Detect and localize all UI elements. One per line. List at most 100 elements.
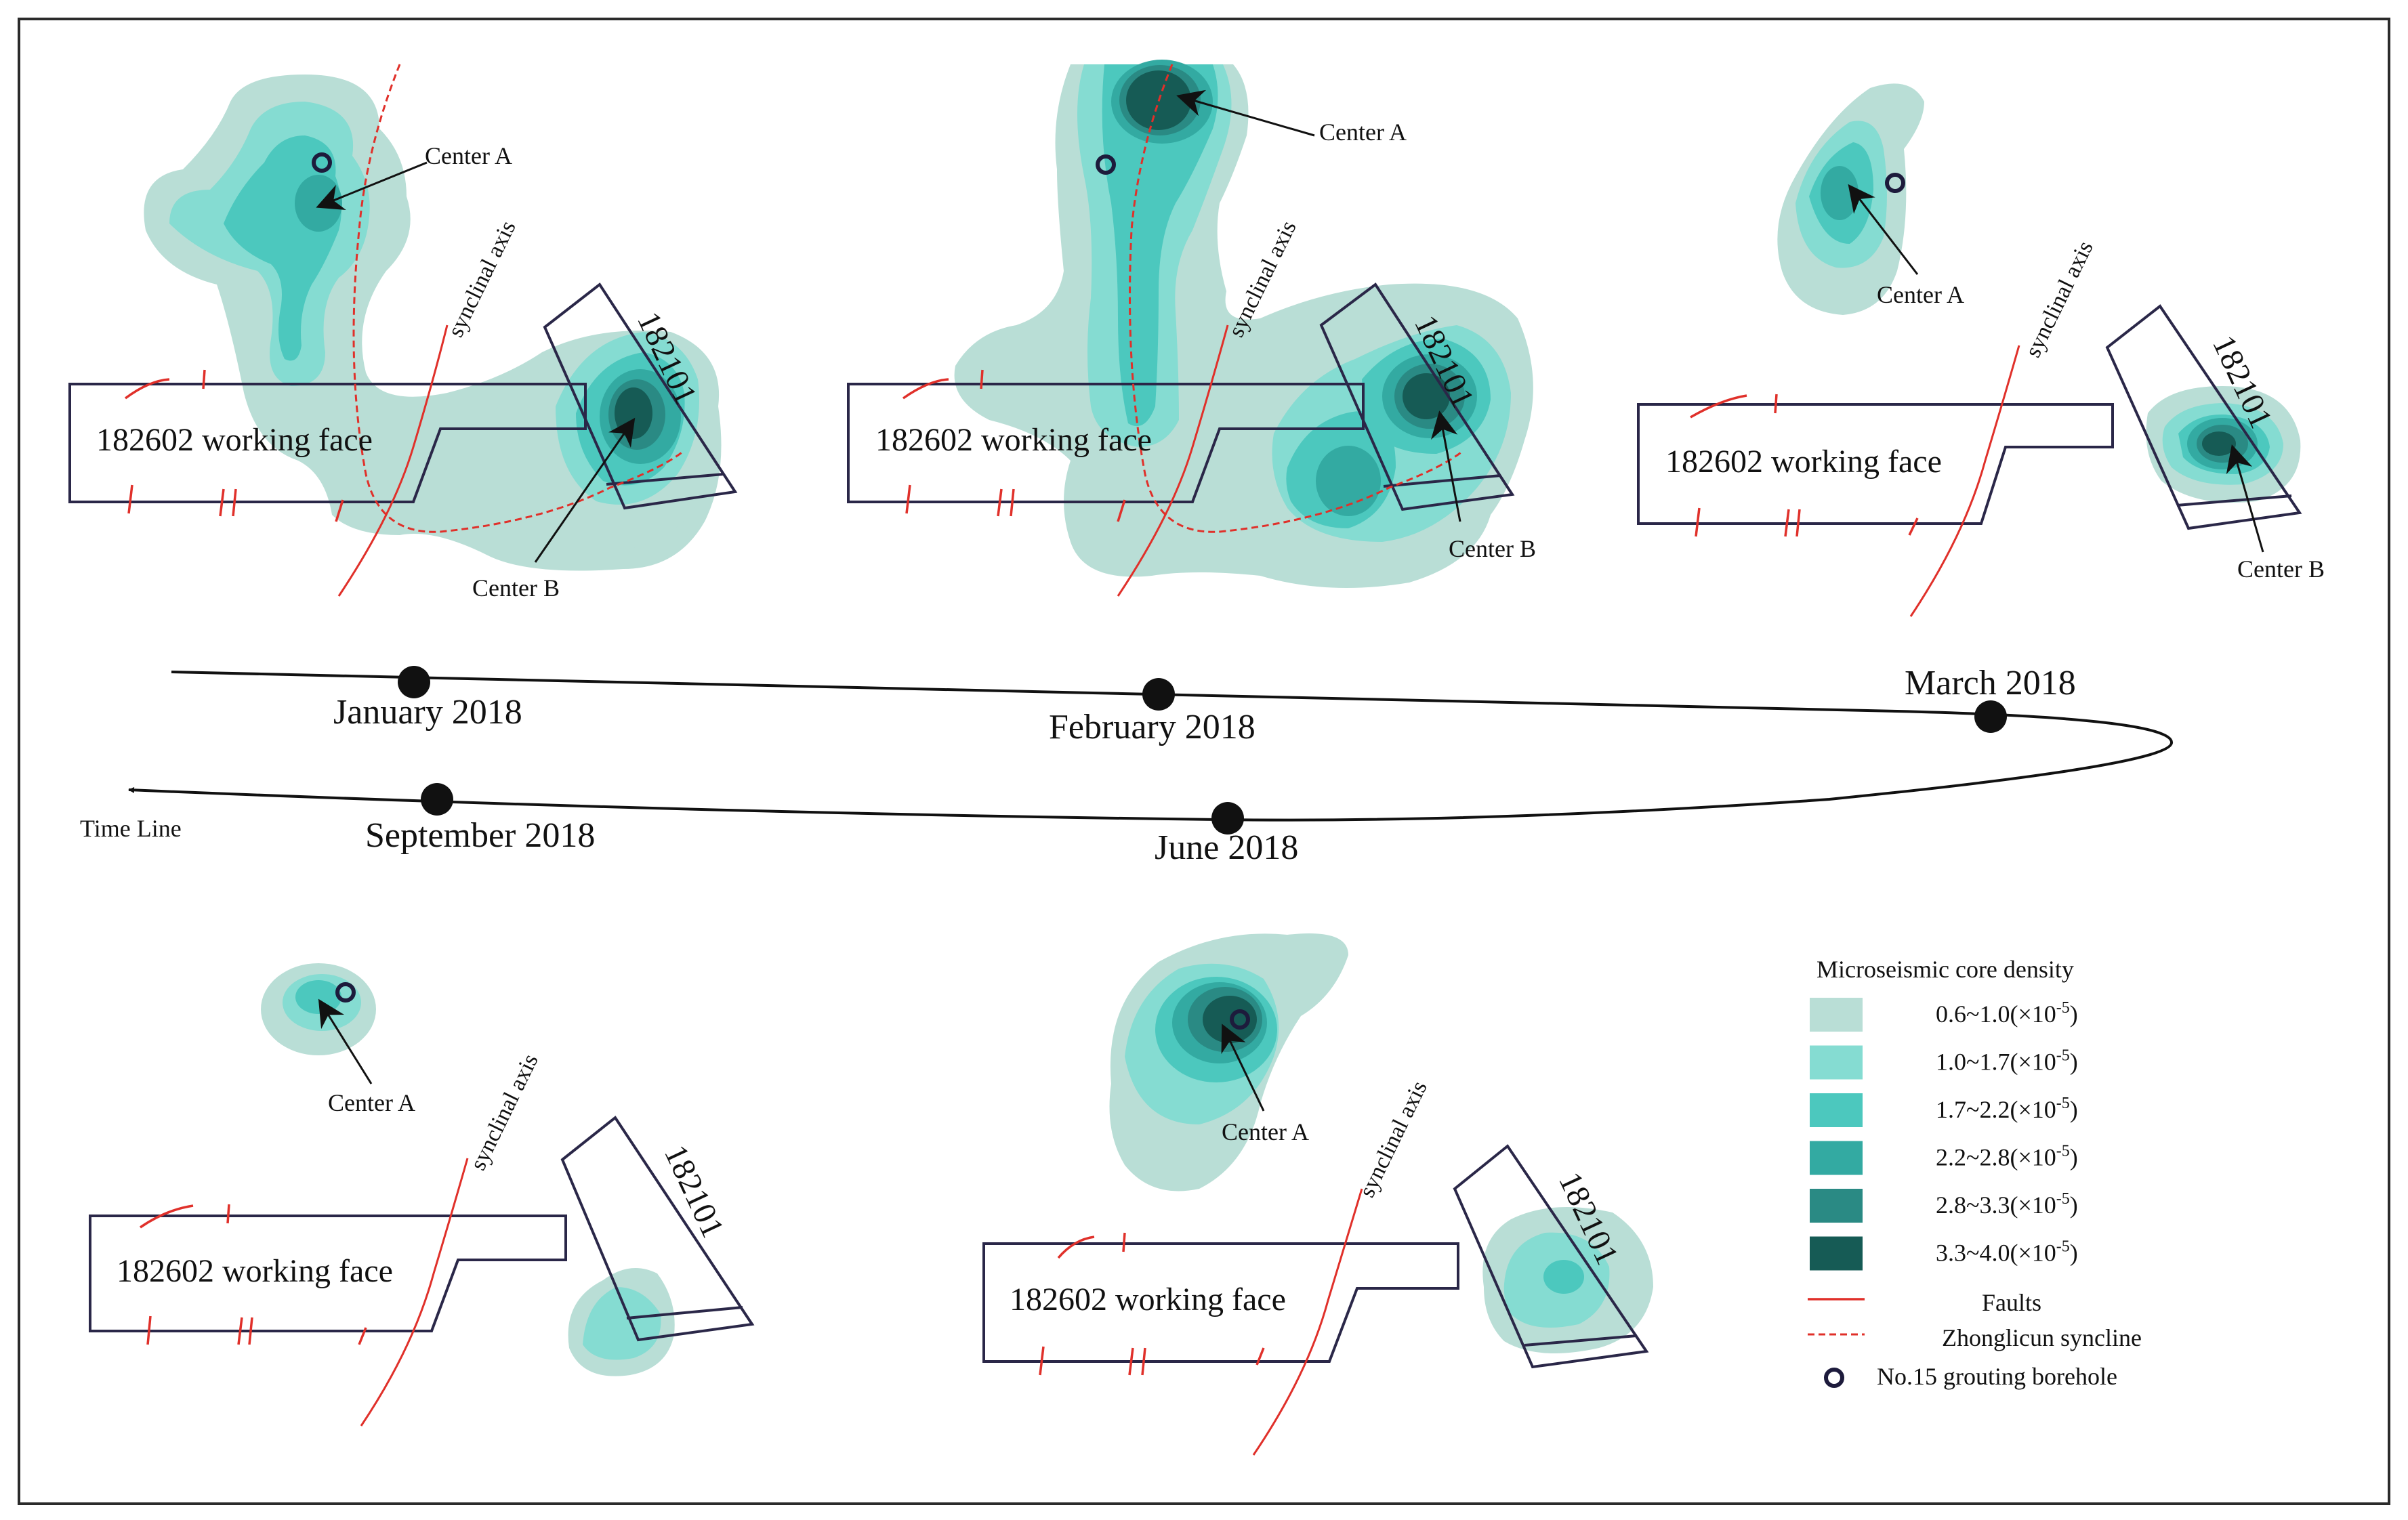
zhonglicun-syncline bbox=[352, 64, 685, 533]
timeline-label-june: June 2018 bbox=[1155, 828, 1298, 867]
synclinal-axis-label: synclinal axis bbox=[2020, 237, 2098, 361]
working-face-182101-label: 182101 bbox=[657, 1139, 731, 1243]
legend-faults-label: Faults bbox=[1982, 1289, 2041, 1316]
density-level-3 bbox=[1543, 1260, 1584, 1294]
synclinal-axis-label: synclinal axis bbox=[1354, 1077, 1432, 1201]
working-face-182602 bbox=[1637, 403, 2114, 525]
center-b-arrow bbox=[534, 417, 636, 563]
density-level-6 bbox=[1403, 373, 1450, 419]
syncline-axis bbox=[1252, 1188, 1363, 1456]
faults bbox=[902, 369, 1126, 522]
working-face-label: 182602 working face bbox=[96, 422, 373, 458]
syncline-axis bbox=[1117, 324, 1229, 597]
center-a-arrow bbox=[1848, 184, 1919, 275]
timeline-point-june bbox=[1211, 802, 1244, 835]
grouting-borehole bbox=[1096, 154, 1116, 175]
working-face-182101-end bbox=[1524, 1334, 1638, 1347]
timeline-label-march: March 2018 bbox=[1905, 664, 2076, 702]
timeline-point-september bbox=[421, 783, 453, 816]
legend-range-label-3: 1.7~2.2(×10-5) bbox=[1936, 1095, 2078, 1123]
center-a-arrow bbox=[1221, 1023, 1265, 1112]
working-face-182101 bbox=[1453, 1144, 1649, 1369]
center-a-arrow bbox=[1176, 89, 1315, 137]
center-b-label: Center B bbox=[472, 574, 560, 601]
density-level-6 bbox=[2202, 431, 2236, 456]
working-face-182101 bbox=[2105, 304, 2302, 530]
faults bbox=[1690, 394, 1919, 537]
panel-june: 182602 working face 182101 synclinal axi… bbox=[982, 933, 1653, 1456]
timeline-point-january bbox=[398, 666, 430, 698]
legend-range-label-1: 0.6~1.0(×10-5) bbox=[1936, 999, 2078, 1028]
legend-swatch-4 bbox=[1810, 1141, 1863, 1175]
working-face-label: 182602 working face bbox=[875, 422, 1152, 458]
working-face-182101-end bbox=[1383, 474, 1501, 488]
center-a-label: Center A bbox=[1319, 119, 1407, 146]
density-contours bbox=[1777, 83, 2301, 503]
legend-range-label-2: 1.0~1.7(×10-5) bbox=[1936, 1047, 2078, 1076]
synclinal-axis-label: synclinal axis bbox=[465, 1050, 543, 1174]
density-level-3 bbox=[295, 980, 341, 1014]
legend-range-label-6: 3.3~4.0(×10-5) bbox=[1936, 1238, 2078, 1267]
figure-frame bbox=[18, 18, 2390, 1505]
legend-swatch-1 bbox=[1810, 998, 1863, 1032]
density-level-4 bbox=[1316, 446, 1381, 516]
timeline: January 2018 February 2018 March 2018 Ju… bbox=[80, 664, 2173, 867]
syncline-axis bbox=[360, 1158, 469, 1427]
working-face-182101 bbox=[1319, 282, 1515, 511]
working-face-182101-end bbox=[626, 1306, 743, 1320]
zhonglicun-syncline bbox=[1129, 64, 1464, 533]
synclinal-axis-label: synclinal axis bbox=[443, 217, 521, 341]
timeline-title: Time Line bbox=[80, 815, 182, 842]
legend-syncline-label: Zhonglicun syncline bbox=[1942, 1324, 2142, 1351]
working-face-182101 bbox=[543, 282, 738, 510]
syncline-axis bbox=[1909, 345, 2020, 617]
center-a-label: Center A bbox=[425, 142, 512, 169]
working-face-182602 bbox=[982, 1242, 1459, 1363]
timeline-curve bbox=[128, 671, 2173, 822]
density-level-4 bbox=[1821, 166, 1859, 220]
legend-range-label-4: 2.2~2.8(×10-5) bbox=[1936, 1143, 2078, 1171]
working-face-182602 bbox=[89, 1215, 567, 1332]
panel-february: 182602 working face 182101 synclinal axi… bbox=[847, 60, 1536, 597]
faults bbox=[124, 369, 344, 522]
density-level-4 bbox=[295, 175, 342, 232]
density-level-6 bbox=[615, 387, 652, 439]
center-a-arrow bbox=[316, 161, 428, 210]
timeline-point-march bbox=[1974, 700, 2007, 733]
legend: Microseismic core density 0.6~1.0(×10-5)… bbox=[1808, 956, 2142, 1390]
working-face-182101 bbox=[560, 1116, 755, 1342]
center-b-arrow bbox=[2226, 444, 2264, 553]
timeline-label-january: January 2018 bbox=[333, 693, 522, 732]
panel-january: 182602 working face 182101 synclinal axi… bbox=[68, 64, 738, 601]
faults bbox=[1039, 1232, 1265, 1376]
timeline-point-february bbox=[1142, 678, 1175, 711]
center-b-label: Center B bbox=[1449, 535, 1536, 562]
legend-swatch-6 bbox=[1810, 1236, 1863, 1271]
working-face-182602 bbox=[847, 383, 1365, 503]
working-face-label: 182602 working face bbox=[1665, 444, 1942, 480]
panel-march: 182602 working face 182101 synclinal axi… bbox=[1637, 83, 2325, 617]
grouting-borehole bbox=[312, 152, 332, 173]
grouting-borehole bbox=[1885, 173, 1905, 193]
center-a-label: Center A bbox=[328, 1089, 415, 1116]
timeline-label-september: September 2018 bbox=[365, 816, 595, 855]
legend-swatch-2 bbox=[1810, 1045, 1863, 1080]
legend-swatch-5 bbox=[1810, 1189, 1863, 1223]
density-level-2 bbox=[583, 1287, 661, 1360]
center-a-label: Center A bbox=[1222, 1118, 1309, 1145]
center-b-label: Center B bbox=[2237, 555, 2325, 583]
legend-title: Microseismic core density bbox=[1817, 956, 2074, 983]
center-a-label: Center A bbox=[1877, 281, 1964, 308]
syncline-axis bbox=[337, 324, 449, 597]
working-face-182101-end bbox=[606, 473, 724, 486]
density-contours bbox=[261, 963, 675, 1376]
center-b-arrow bbox=[1430, 410, 1461, 522]
legend-borehole-label: No.15 grouting borehole bbox=[1877, 1363, 2117, 1390]
panel-september: 182602 working face 182101 synclinal axi… bbox=[89, 963, 755, 1427]
working-face-label: 182602 working face bbox=[1010, 1282, 1286, 1317]
legend-borehole-symbol bbox=[1824, 1368, 1844, 1388]
faults bbox=[140, 1204, 367, 1345]
legend-range-label-5: 2.8~3.3(×10-5) bbox=[1936, 1190, 2078, 1219]
working-face-182101-end bbox=[2176, 494, 2292, 507]
